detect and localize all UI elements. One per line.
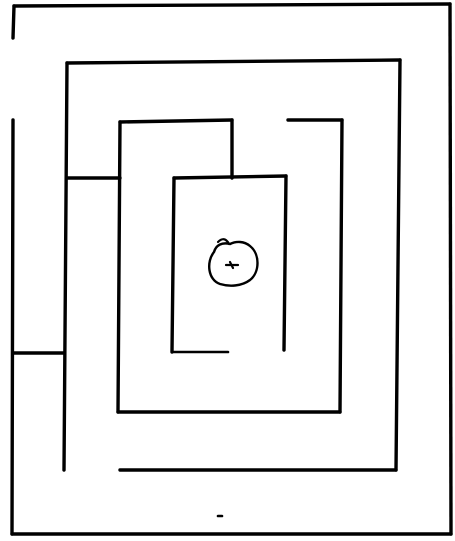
inner-wall-left (172, 178, 174, 352)
inner-wall-right (284, 176, 286, 350)
outer-wall-left-lower (12, 120, 13, 534)
maze-walls (12, 4, 451, 534)
ring3-wall-left (118, 122, 120, 412)
ring2-wall-top (67, 60, 400, 63)
outer-wall-left (13, 6, 14, 38)
outer-wall-right (450, 4, 451, 534)
ring2-wall-right (396, 60, 400, 470)
inner-wall-top (174, 176, 286, 178)
outer-wall-top (14, 4, 450, 6)
apple-icon (209, 239, 257, 285)
ring3-wall-right (340, 120, 342, 412)
ring2-wall-left (64, 63, 67, 470)
ring3-wall-top-left (120, 120, 232, 122)
